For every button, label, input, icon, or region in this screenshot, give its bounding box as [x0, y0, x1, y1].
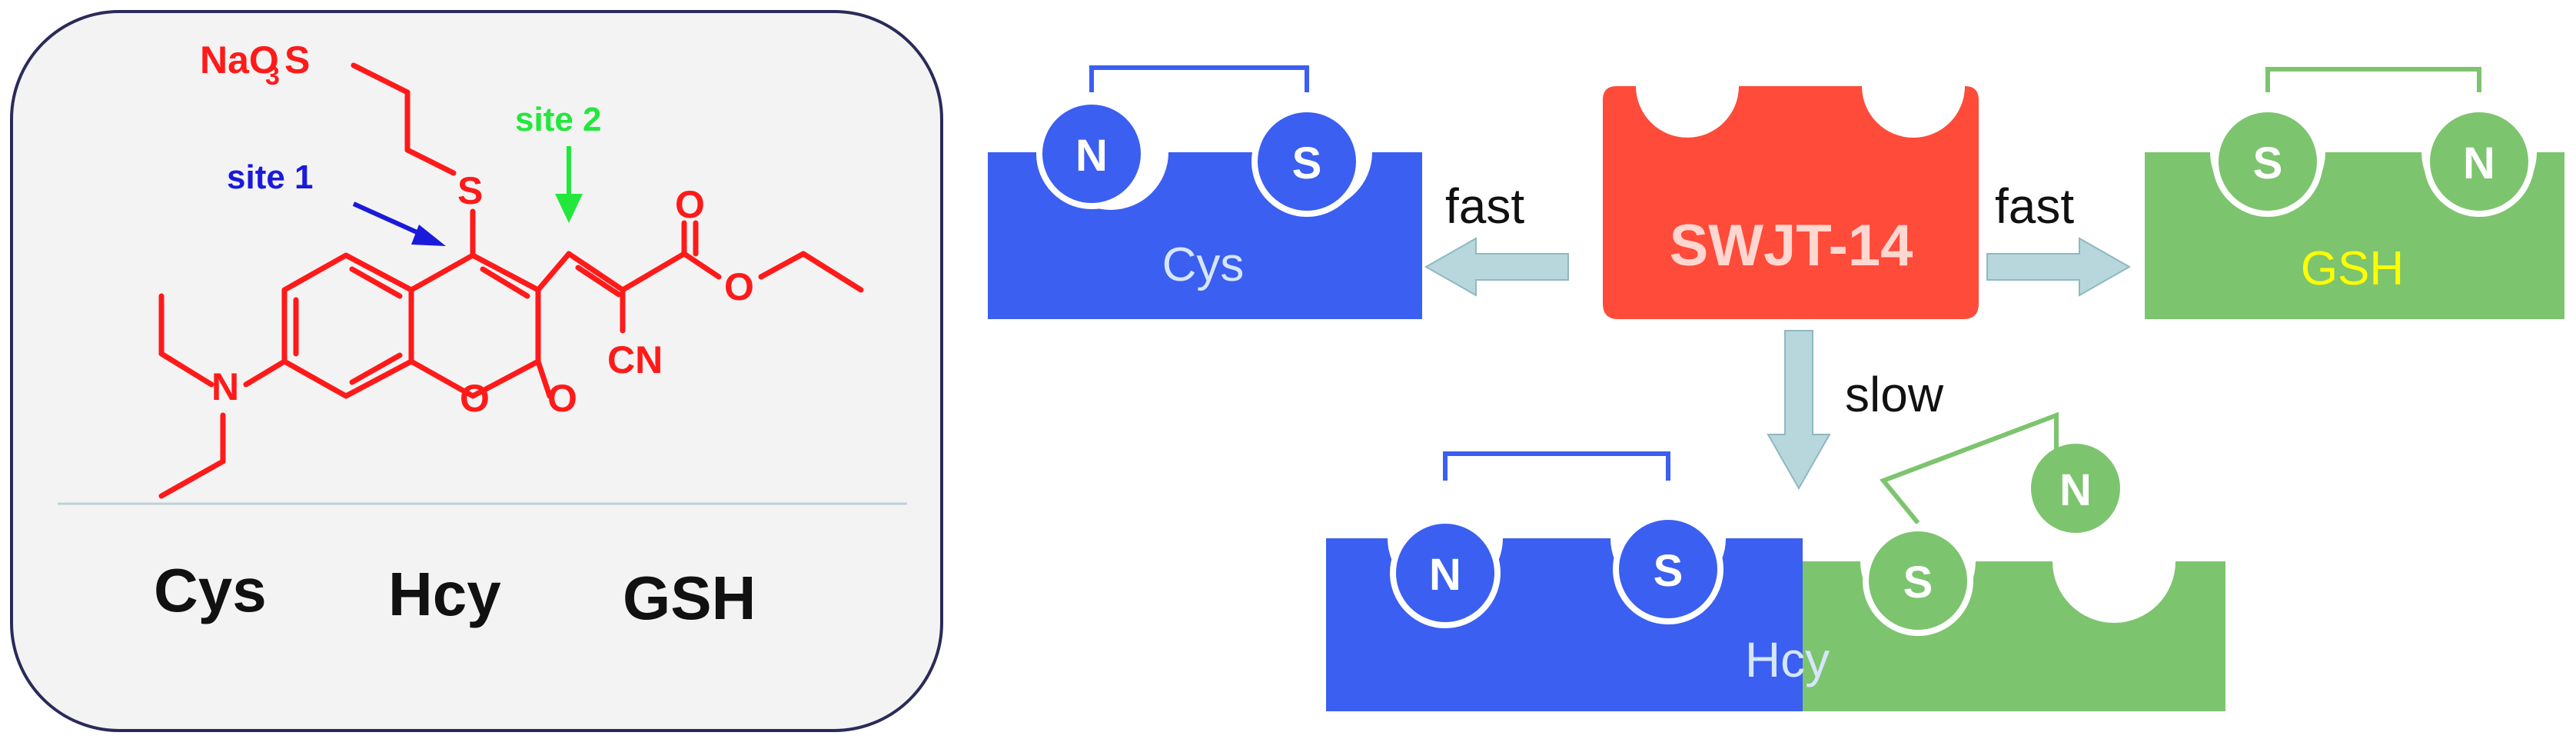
hcy-green-s-group: [1863, 525, 1973, 636]
carbonyl-o-label: O: [675, 183, 705, 226]
hcy-s-group: [1613, 514, 1723, 624]
cyano-label: CN: [607, 338, 663, 381]
cys-n-group: [1036, 98, 1147, 209]
hcy-n-group: [1390, 518, 1501, 628]
cys-s-letter: S: [1292, 138, 1322, 188]
ring-o-label: O: [460, 377, 490, 420]
fast-left-label: fast: [1445, 178, 1524, 234]
hcy-free-n-letter: N: [2059, 465, 2092, 515]
gsh-n-group: [2424, 106, 2534, 217]
lactone-o-label: O: [547, 377, 577, 420]
structure-panel: NaO 3 S S O O O O N CN site 1 site 2 Cys…: [10, 10, 943, 732]
hcy-free-n-group: [2031, 444, 2120, 533]
probe-label: SWJT-14: [1670, 213, 1913, 278]
gsh-s-group: [2212, 106, 2323, 217]
ester-o-label: O: [724, 265, 754, 308]
sodium-label: NaO: [200, 38, 279, 82]
hcy-s-letter: S: [1654, 546, 1684, 596]
gsh-label: GSH: [2301, 242, 2404, 295]
molecule-bonds: [158, 62, 864, 499]
cys-s-group: [1251, 106, 1362, 217]
probe-block: SWJT-14: [1603, 86, 1979, 319]
gsh-block: S N GSH: [2145, 67, 2564, 319]
amine-n-label: N: [211, 365, 239, 408]
gsh-s-letter: S: [2253, 138, 2283, 188]
site2-label: site 2: [515, 101, 602, 138]
hcy-label: Hcy: [1745, 632, 1830, 687]
cys-n-letter: N: [1075, 131, 1108, 181]
analyte-hcy: Hcy: [388, 560, 501, 628]
fast-right-arrow: [1986, 237, 2132, 297]
slow-label: slow: [1845, 367, 1944, 422]
hcy-n-letter: N: [1429, 550, 1461, 600]
sodium-subscript: 3: [265, 62, 280, 91]
fast-right-label: fast: [1995, 178, 2074, 234]
site1-arrow: [352, 201, 446, 246]
hcy-block: N S S N Hcy: [1326, 411, 2225, 711]
gsh-n-letter: N: [2463, 138, 2495, 188]
site1-label: site 1: [227, 158, 314, 196]
sulfonate-s-label: S: [284, 38, 310, 82]
fast-left-arrow: [1424, 237, 1569, 297]
panel-frame: [10, 10, 943, 732]
thioether-s-label: S: [457, 169, 483, 212]
hcy-green-s-letter: S: [1903, 558, 1933, 608]
slow-arrow: [1767, 330, 1831, 491]
site2-arrow: [555, 146, 583, 223]
cys-label: Cys: [1162, 238, 1245, 291]
cys-block: N S Cys: [988, 65, 1422, 319]
analyte-cys: Cys: [154, 556, 267, 624]
analyte-gsh: GSH: [623, 564, 756, 632]
